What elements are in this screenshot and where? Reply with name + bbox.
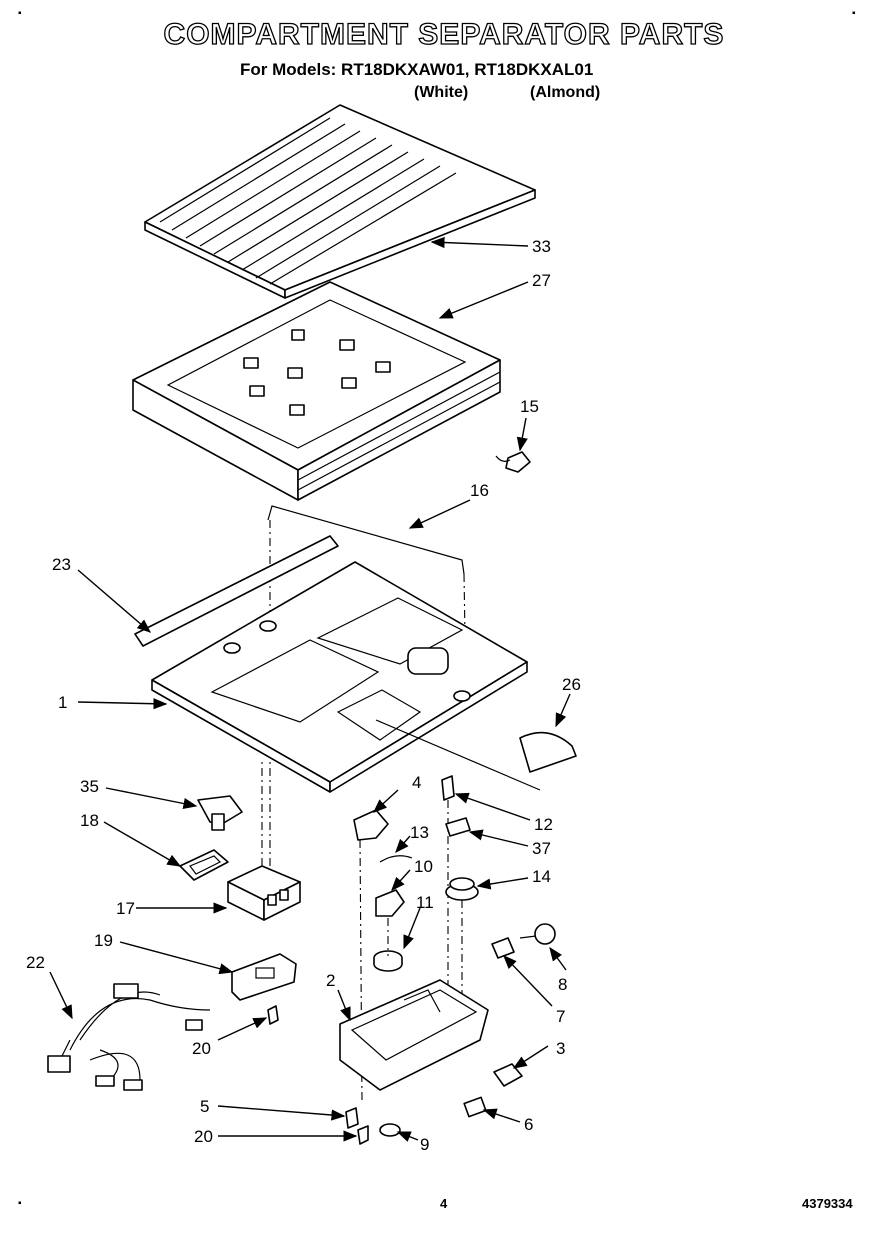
part-35-damper — [197, 795, 243, 831]
part-14-knob — [445, 877, 479, 1030]
callout-4: 4 — [412, 773, 421, 792]
callout-18: 18 — [80, 811, 99, 830]
part-33-top-cover — [144, 104, 536, 299]
part-15-clip — [495, 451, 531, 473]
callout-6: 6 — [524, 1115, 533, 1134]
part-11-knob — [373, 918, 403, 972]
callout-14: 14 — [532, 867, 551, 886]
callout-22: 22 — [26, 953, 45, 972]
callout-37: 37 — [532, 839, 551, 858]
callout-15: 15 — [520, 397, 539, 416]
callout-10: 10 — [414, 857, 433, 876]
part-26-cover — [519, 731, 577, 773]
page-number: 4 — [440, 1196, 448, 1211]
models-line: For Models: RT18DKXAW01, RT18DKXAL01 — [240, 60, 594, 79]
part-6-switch — [463, 1096, 487, 1118]
part-22-wiring-harness — [47, 983, 211, 1091]
callout-7: 7 — [556, 1007, 565, 1026]
part-7-socket — [491, 937, 515, 959]
color-white-label: (White) — [414, 84, 469, 101]
part-19-bracket — [231, 953, 297, 1001]
callout-12: 12 — [534, 815, 553, 834]
callout-2: 2 — [326, 971, 335, 990]
callout-labels: 33 27 15 16 23 1 26 4 12 35 18 13 37 10 … — [26, 237, 581, 1154]
callout-20-upper: 20 — [192, 1039, 211, 1058]
callout-23: 23 — [52, 555, 71, 574]
callout-27: 27 — [532, 271, 551, 290]
corner-mark-top-left: ▪ — [18, 8, 22, 19]
part-1-separator-pan — [151, 561, 541, 793]
callout-1: 1 — [58, 693, 67, 712]
part-2-control-housing — [339, 979, 489, 1091]
callout-19: 19 — [94, 931, 113, 950]
document-number: 4379334 — [802, 1196, 853, 1211]
callout-35: 35 — [80, 777, 99, 796]
callout-9: 9 — [420, 1135, 429, 1154]
callout-20-lower: 20 — [194, 1127, 213, 1146]
part-12-screw — [441, 775, 455, 1030]
callout-17: 17 — [116, 899, 135, 918]
part-18-bezel — [179, 849, 229, 881]
callout-13: 13 — [410, 823, 429, 842]
callout-26: 26 — [562, 675, 581, 694]
part-17-control-housing — [227, 760, 301, 921]
part-9-nut — [379, 1123, 401, 1137]
callout-33: 33 — [532, 237, 551, 256]
screw-parts — [267, 1005, 369, 1145]
callout-16: 16 — [470, 481, 489, 500]
page-title: COMPARTMENT SEPARATOR PARTS — [163, 17, 725, 51]
part-8-bulb — [519, 923, 556, 945]
callout-5: 5 — [200, 1097, 209, 1116]
part-3-connector — [493, 1063, 523, 1087]
part-10-thermostat — [375, 889, 405, 917]
corner-mark-top-right: ▪ — [852, 8, 856, 19]
part-27-separator-frame — [132, 281, 501, 501]
callout-3: 3 — [556, 1039, 565, 1058]
callout-11: 11 — [416, 893, 434, 912]
corner-mark-bottom-left: ▪ — [18, 1198, 22, 1209]
color-almond-label: (Almond) — [530, 84, 601, 101]
part-37-plate — [445, 817, 471, 837]
leader-lines — [49, 236, 571, 1142]
callout-8: 8 — [558, 975, 567, 994]
part-13-capillary — [379, 855, 413, 863]
part-23-trim-strip — [134, 535, 339, 647]
